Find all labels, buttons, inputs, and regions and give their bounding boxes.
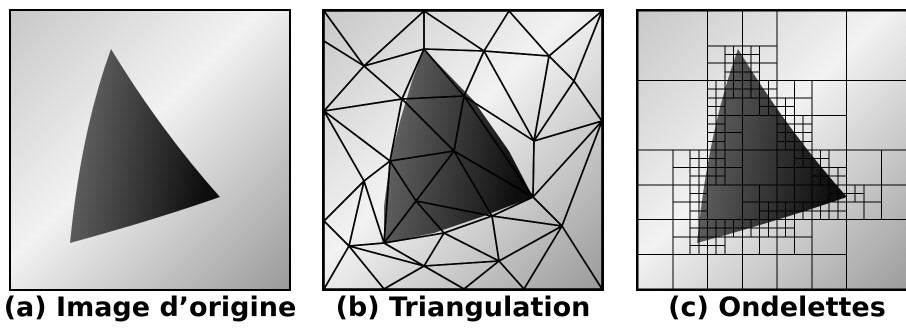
panel-triangulation	[322, 9, 604, 291]
mesh-triangle	[348, 180, 385, 247]
triangulation-image	[324, 11, 602, 289]
wavelets-image	[638, 11, 906, 289]
wavelet-quadtree-grid	[638, 11, 906, 289]
original-image	[11, 11, 289, 289]
wavelet-cell	[846, 219, 906, 289]
curved-triangle-shape	[70, 49, 220, 243]
panel-original-image	[9, 9, 291, 291]
caption-original-image: (a) Image d’origine	[3, 292, 297, 323]
caption-triangulation: (b) Triangulation	[335, 292, 591, 323]
triangle-mesh	[324, 11, 602, 289]
caption-wavelets: (c) Ondelettes	[668, 292, 886, 323]
panel-wavelets	[636, 9, 906, 291]
